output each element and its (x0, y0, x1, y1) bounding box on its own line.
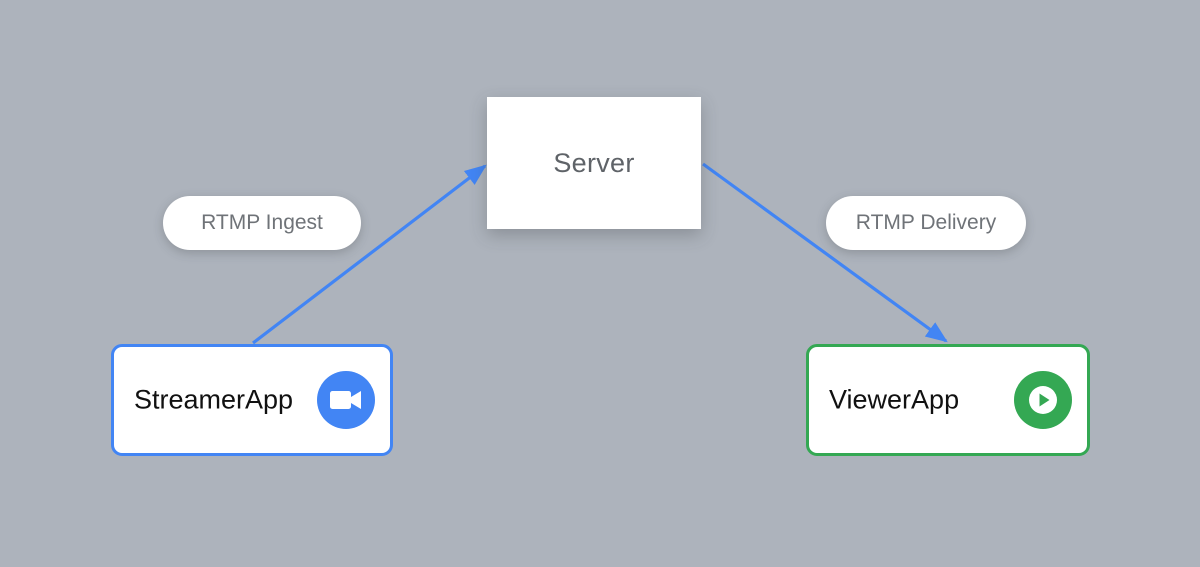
rtmp-delivery-text: RTMP Delivery (855, 211, 997, 234)
ingest-arrow (252, 164, 487, 345)
streamer-app-node: StreamerApp (111, 344, 393, 456)
viewer-app-node: ViewerApp (806, 344, 1090, 456)
video-camera-icon (317, 371, 375, 429)
rtmp-ingest-text: RTMP Ingest (201, 211, 323, 234)
play-circle-icon (1014, 371, 1072, 429)
delivery-arrow (702, 162, 948, 343)
streamer-app-label: StreamerApp (134, 384, 294, 415)
server-node: Server (487, 97, 701, 229)
rtmp-delivery-label: RTMP Delivery (826, 196, 1026, 250)
rtmp-ingest-label: RTMP Ingest (163, 196, 361, 250)
server-label: Server (553, 147, 635, 178)
viewer-app-label: ViewerApp (829, 384, 960, 415)
